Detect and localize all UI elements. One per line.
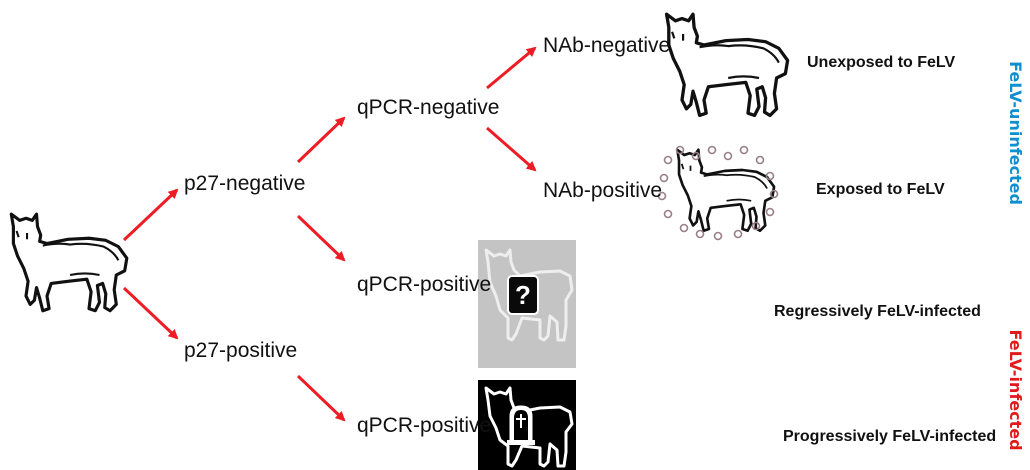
category-felv-uninfected: FeLV-uninfected <box>1006 61 1025 205</box>
outcome-unexposed: Unexposed to FeLV <box>807 54 955 71</box>
virus-particles <box>657 145 779 241</box>
node-p27-positive: p27-positive <box>184 339 297 362</box>
node-qpcr-negative: qPCR-negative <box>357 96 499 119</box>
arrow-p27-negative-to-qpcr-positive <box>296 214 346 262</box>
arrow-p27-negative-to-qpcr-negative <box>296 116 346 164</box>
arrow-start-to-p27-positive <box>122 286 179 340</box>
node-qpcr-positive-regressive: qPCR-positive <box>357 273 491 296</box>
outcome-regressive: Regressively FeLV-infected <box>774 303 981 320</box>
arrows <box>122 46 537 422</box>
node-qpcr-positive-progressive: qPCR-positive <box>357 414 491 437</box>
question-mark-symbol: ? <box>515 280 531 310</box>
arrow-qpcr-negative-to-nab-positive <box>486 126 537 172</box>
regressive-cat-with-question-mark-icon: ? <box>478 240 576 368</box>
unexposed-cat-icon <box>664 12 790 118</box>
arrow-start-to-p27-negative <box>122 188 179 242</box>
node-p27-negative: p27-negative <box>184 172 305 195</box>
node-nab-negative: NAb-negative <box>543 34 670 57</box>
arrow-p27-positive-to-qpcr-positive <box>296 374 346 422</box>
progressive-cat-with-gravestone-icon <box>478 380 576 470</box>
category-felv-infected: FeLV-infected <box>1006 329 1025 450</box>
start-cat-icon <box>9 212 129 313</box>
outcome-exposed: Exposed to FeLV <box>816 181 945 198</box>
exposed-cat-with-virus-particles-icon <box>657 145 779 241</box>
outcome-progressive: Progressively FeLV-infected <box>783 428 996 445</box>
arrow-qpcr-negative-to-nab-negative <box>486 46 537 90</box>
node-nab-positive: NAb-positive <box>543 179 662 202</box>
